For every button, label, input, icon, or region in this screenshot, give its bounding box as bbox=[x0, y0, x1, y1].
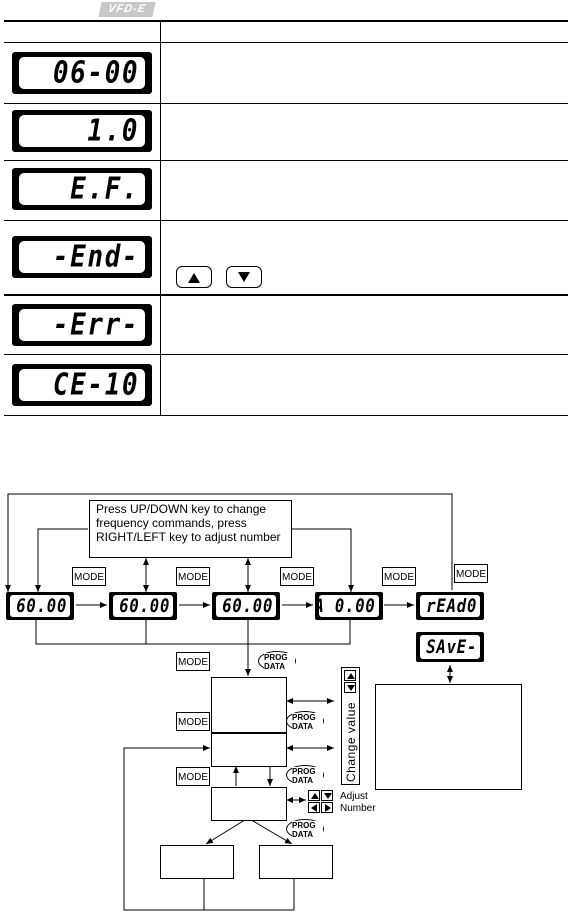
prog-label: PROG bbox=[292, 821, 323, 830]
down-key-button[interactable] bbox=[321, 790, 333, 801]
lcd-text: 60.00 bbox=[15, 595, 67, 617]
adjust-label: Adjust bbox=[340, 791, 368, 802]
lcd-text: 60.00 bbox=[221, 595, 273, 617]
lcd-display-ce: CE-10 bbox=[12, 364, 152, 406]
lcd-display-param: 06-00 bbox=[12, 52, 152, 94]
up-key-button[interactable] bbox=[176, 266, 212, 288]
row-divider bbox=[4, 220, 568, 221]
number-label: Number bbox=[340, 803, 376, 814]
table-bottom-rule bbox=[4, 415, 568, 416]
mode-button[interactable]: MODE bbox=[72, 567, 106, 586]
result-box-right bbox=[259, 845, 333, 879]
param-number-box bbox=[211, 733, 287, 767]
mode-button[interactable]: MODE bbox=[454, 564, 488, 583]
up-arrow-icon bbox=[347, 673, 355, 679]
lcd-text: 06-00 bbox=[52, 57, 139, 89]
lcd-display-end: -End- bbox=[12, 236, 152, 278]
lcd-text: 1.0 bbox=[87, 115, 139, 147]
table-header-rule bbox=[4, 42, 568, 43]
mode-button[interactable]: MODE bbox=[176, 567, 210, 586]
lcd-text: rEAd0 bbox=[425, 595, 477, 617]
lcd-display-err: -Err- bbox=[12, 304, 152, 346]
column-divider bbox=[160, 21, 161, 415]
down-key-button[interactable] bbox=[344, 682, 356, 693]
up-arrow-icon bbox=[311, 793, 319, 799]
data-label: DATA bbox=[292, 776, 323, 785]
lcd-user-value: 60.00 bbox=[212, 592, 280, 620]
lcd-text: 60.00 bbox=[118, 595, 170, 617]
mode-button[interactable]: MODE bbox=[176, 652, 210, 671]
mode-button[interactable]: MODE bbox=[176, 767, 210, 786]
mode-button[interactable]: MODE bbox=[176, 712, 210, 731]
lcd-freq-command: 60.00 bbox=[6, 592, 74, 620]
up-key-button[interactable] bbox=[344, 670, 356, 681]
result-box-left bbox=[160, 845, 234, 879]
lcd-read: rEAd0 bbox=[416, 592, 484, 620]
lcd-text: -End- bbox=[52, 241, 139, 273]
down-arrow-icon bbox=[324, 793, 332, 799]
mode-button[interactable]: MODE bbox=[280, 567, 314, 586]
down-arrow-icon bbox=[238, 272, 250, 282]
row-divider bbox=[4, 294, 568, 296]
lcd-current: A 0.00 bbox=[315, 592, 383, 620]
data-label: DATA bbox=[264, 662, 295, 671]
lcd-display-ef: E.F. bbox=[12, 168, 152, 210]
lcd-text: SAvE- bbox=[425, 636, 477, 658]
lcd-text: CE-10 bbox=[52, 369, 139, 401]
lcd-save: SAvE- bbox=[416, 632, 484, 662]
data-label: DATA bbox=[292, 722, 323, 731]
row-divider bbox=[4, 160, 568, 161]
right-key-button[interactable] bbox=[321, 802, 333, 813]
change-value-control bbox=[341, 667, 360, 785]
row-divider bbox=[4, 354, 568, 355]
data-label: DATA bbox=[292, 830, 323, 839]
param-value-box bbox=[211, 787, 287, 821]
left-arrow-icon bbox=[311, 804, 317, 812]
mode-button[interactable]: MODE bbox=[382, 567, 416, 586]
prog-label: PROG bbox=[292, 713, 323, 722]
prog-label: PROG bbox=[264, 653, 295, 662]
prog-label: PROG bbox=[292, 767, 323, 776]
lcd-text: E.F. bbox=[69, 173, 139, 205]
row-divider bbox=[4, 103, 568, 104]
up-key-button[interactable] bbox=[308, 790, 320, 801]
up-arrow-icon bbox=[188, 273, 200, 283]
lcd-text: A 0.00 bbox=[319, 595, 376, 617]
lcd-text: -Err- bbox=[52, 309, 139, 341]
lcd-display-value: 1.0 bbox=[12, 110, 152, 152]
down-key-button[interactable] bbox=[226, 266, 262, 288]
left-key-button[interactable] bbox=[308, 802, 320, 813]
change-value-label: Change value bbox=[344, 701, 358, 782]
right-arrow-icon bbox=[325, 804, 331, 812]
param-group-box bbox=[211, 677, 287, 733]
side-info-box bbox=[375, 684, 522, 790]
table-top-rule bbox=[4, 20, 568, 22]
lcd-output-freq: 60.00 bbox=[109, 592, 177, 620]
down-arrow-icon bbox=[347, 685, 355, 691]
instruction-note: Press UP/DOWN key to change frequency co… bbox=[89, 500, 292, 558]
